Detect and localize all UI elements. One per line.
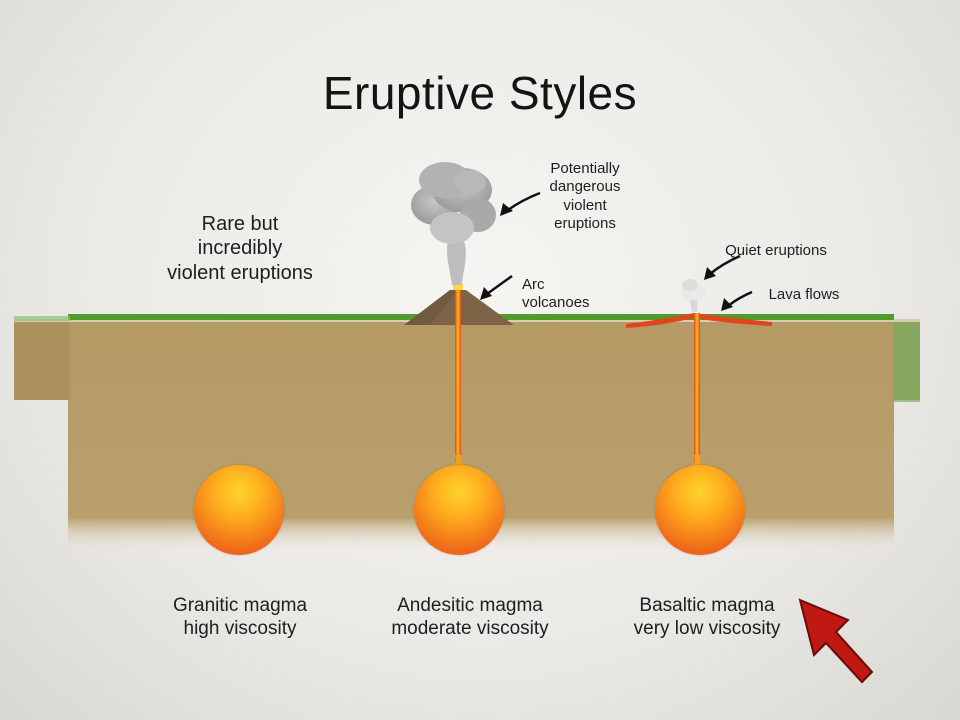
lava-flows-label: Lava flows: [768, 286, 840, 303]
basaltic-lava-flows: [626, 279, 772, 470]
quiet-eruptions-label: Quiet eruptions: [725, 242, 827, 259]
granitic-magma-chamber: [194, 465, 284, 555]
basaltic-magma-label: Basaltic magma very low viscosity: [633, 595, 781, 640]
andesitic-magma-chamber: [414, 465, 504, 555]
granitic-magma-label: Granitic magma high viscosity: [172, 595, 308, 640]
ground-cross-section: [14, 319, 920, 550]
andesitic-eruption-label: Potentially dangerous violent eruptions: [549, 160, 621, 232]
basaltic-magma-chamber: [655, 465, 745, 555]
diagram-title: Eruptive Styles: [322, 67, 638, 119]
eruption-plume: [411, 162, 496, 285]
andesitic-magma-label: Andesitic magma moderate viscosity: [391, 595, 549, 640]
granitic-eruption-label: Rare but incredibly violent eruptions: [167, 213, 313, 284]
pointer-arrows: [480, 191, 753, 311]
arc-volcano: [404, 284, 514, 470]
arc-volcanoes-label: Arc volcanoes: [522, 276, 590, 312]
cursor-arrow-icon: [798, 598, 874, 684]
